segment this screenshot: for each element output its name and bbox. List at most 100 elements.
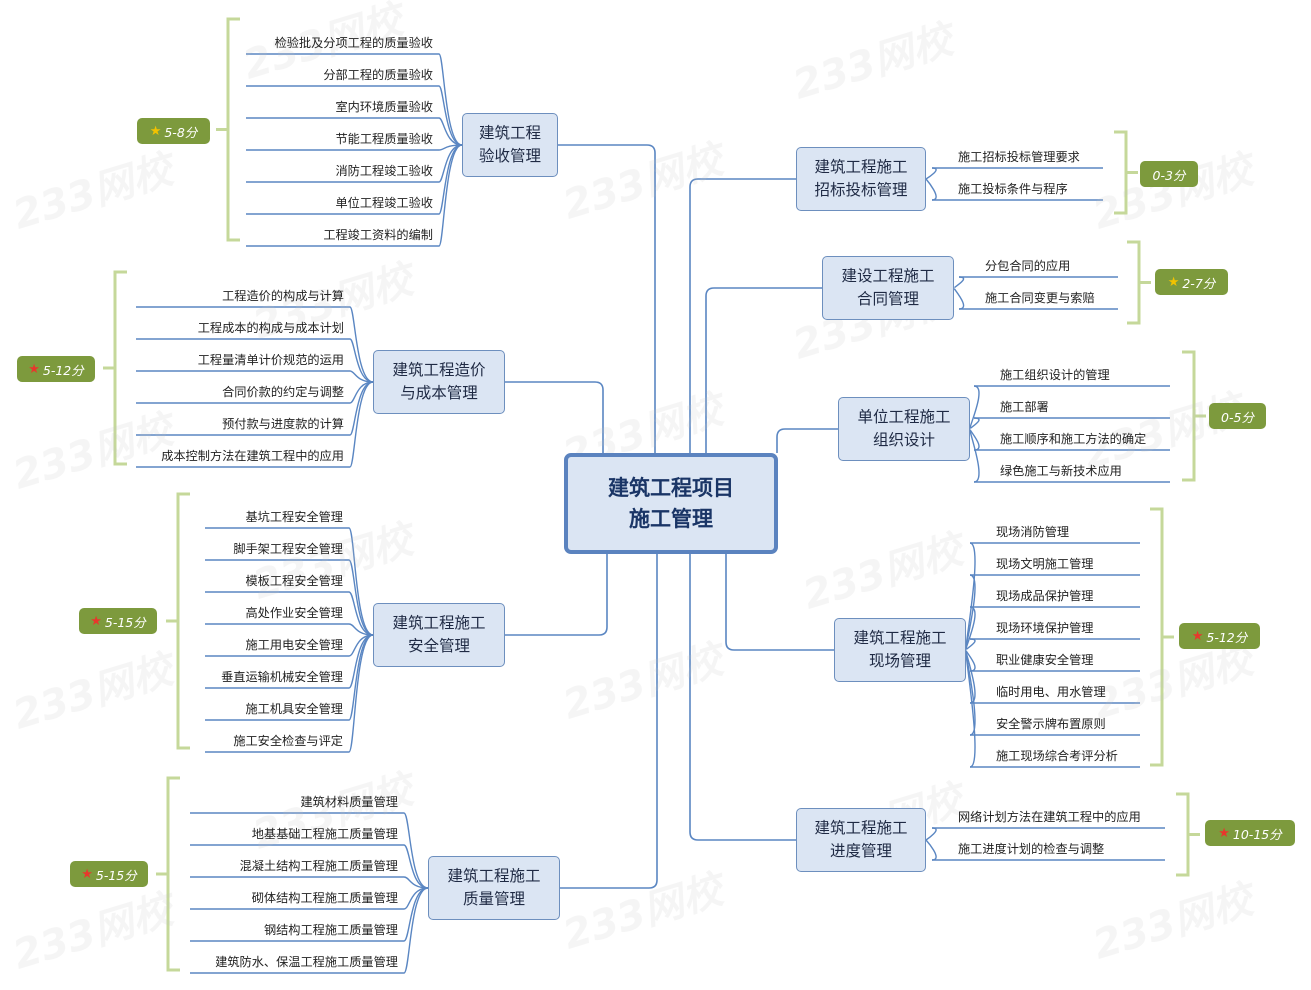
- red-star-icon: ★: [28, 361, 40, 377]
- leaf-topic[interactable]: 高处作业安全管理: [245, 606, 344, 620]
- score-badge: ★5-12分: [17, 356, 95, 382]
- leaf-connector: [438, 144, 463, 215]
- leaf-topic[interactable]: 工程造价的构成与计算: [222, 289, 344, 303]
- branch-connector: [560, 554, 658, 889]
- leaf-connector: [349, 306, 374, 383]
- score-text: 0-3分: [1152, 167, 1186, 183]
- leaf-connector: [348, 559, 374, 636]
- branch-node-right-3[interactable]: 单位工程施工 组织设计: [838, 397, 970, 461]
- leaf-connector: [349, 338, 374, 383]
- score-badge: ★5-15分: [70, 861, 148, 887]
- leaf-topic[interactable]: 现场环境保护管理: [996, 621, 1094, 635]
- summary-bracket: [103, 270, 127, 466]
- leaf-connector: [953, 276, 965, 289]
- branch-node-left-2[interactable]: 建筑工程造价 与成本管理: [373, 350, 505, 414]
- score-badge: ★2-7分: [1155, 269, 1228, 295]
- leaf-connector: [925, 827, 937, 841]
- leaf-topic[interactable]: 分部工程的质量验收: [323, 68, 433, 82]
- branch-node-left-3[interactable]: 建筑工程施工 安全管理: [373, 603, 505, 667]
- score-text: 5-12分: [1206, 629, 1248, 645]
- leaf-connector: [969, 428, 980, 483]
- score-badge: 0-3分: [1140, 161, 1198, 187]
- leaf-connector: [438, 85, 463, 146]
- leaf-topic[interactable]: 单位工程竣工验收: [335, 196, 434, 210]
- score-badge: ★10-15分: [1205, 820, 1295, 846]
- leaf-topic[interactable]: 建筑防水、保温工程施工质量管理: [215, 955, 398, 969]
- leaf-topic[interactable]: 检验批及分项工程的质量验收: [274, 36, 433, 50]
- leaf-topic[interactable]: 施工投标条件与程序: [958, 182, 1068, 196]
- leaf-topic[interactable]: 现场消防管理: [996, 525, 1070, 539]
- red-star-icon: ★: [81, 866, 93, 882]
- leaf-topic[interactable]: 施工组织设计的管理: [1000, 368, 1110, 382]
- leaf-topic[interactable]: 消防工程竣工验收: [335, 164, 434, 178]
- leaf-connector: [403, 887, 429, 942]
- branch-node-left-4[interactable]: 建筑工程施工 质量管理: [428, 856, 560, 920]
- leaf-connector: [348, 527, 374, 636]
- leaf-topic[interactable]: 混凝土结构工程施工质量管理: [239, 859, 398, 873]
- leaf-topic[interactable]: 施工部署: [1000, 400, 1049, 414]
- leaf-topic[interactable]: 绿色施工与新技术应用: [1000, 464, 1122, 478]
- leaf-topic[interactable]: 脚手架工程安全管理: [233, 542, 343, 556]
- leaf-topic[interactable]: 成本控制方法在建筑工程中的应用: [161, 449, 344, 463]
- leaf-topic[interactable]: 分包合同的应用: [985, 259, 1071, 273]
- leaf-connector: [925, 167, 937, 180]
- summary-bracket: [216, 17, 240, 242]
- leaf-topic[interactable]: 施工机具安全管理: [245, 702, 344, 716]
- branch-node-right-4[interactable]: 建筑工程施工 现场管理: [834, 618, 966, 682]
- leaf-topic[interactable]: 安全警示牌布置原则: [996, 717, 1106, 731]
- leaf-connector: [953, 287, 965, 310]
- score-text: 0-5分: [1221, 409, 1254, 425]
- leaf-connector: [438, 144, 463, 183]
- central-topic[interactable]: 建筑工程项目 施工管理: [564, 453, 778, 554]
- leaf-topic[interactable]: 施工现场综合考评分析: [996, 749, 1118, 763]
- leaf-connector: [438, 53, 463, 146]
- leaf-topic[interactable]: 职业健康安全管理: [996, 653, 1094, 667]
- leaf-topic[interactable]: 预付款与进度款的计算: [222, 417, 344, 431]
- leaf-topic[interactable]: 节能工程质量验收: [335, 132, 434, 146]
- branch-connector: [725, 554, 834, 651]
- score-badge: ★5-12分: [1179, 623, 1260, 649]
- leaf-topic[interactable]: 网络计划方法在建筑工程中的应用: [958, 810, 1141, 824]
- leaf-topic[interactable]: 模板工程安全管理: [245, 574, 344, 588]
- leaf-topic[interactable]: 施工安全检查与评定: [233, 734, 343, 748]
- score-text: 2-7分: [1182, 275, 1216, 291]
- branch-node-right-5[interactable]: 建筑工程施工 进度管理: [796, 808, 926, 872]
- leaf-topic[interactable]: 工程量清单计价规范的运用: [197, 353, 344, 367]
- leaf-topic[interactable]: 施工顺序和施工方法的确定: [1000, 432, 1147, 446]
- leaf-connector: [403, 844, 429, 889]
- leaf-topic[interactable]: 现场成品保护管理: [996, 589, 1094, 603]
- leaf-topic[interactable]: 现场文明施工管理: [996, 557, 1094, 571]
- leaf-connector: [925, 839, 937, 861]
- leaf-connector: [925, 178, 937, 201]
- leaf-topic[interactable]: 施工招标投标管理要求: [958, 150, 1080, 164]
- leaf-connector: [349, 381, 374, 468]
- leaf-topic[interactable]: 地基基础工程施工质量管理: [251, 827, 398, 841]
- score-text: 5-15分: [95, 867, 137, 883]
- leaf-topic[interactable]: 临时用电、用水管理: [996, 685, 1106, 699]
- branch-connector: [705, 287, 822, 453]
- leaf-topic[interactable]: 施工合同变更与索赔: [985, 291, 1095, 305]
- branch-node-left-1[interactable]: 建筑工程 验收管理: [462, 113, 558, 177]
- leaf-topic[interactable]: 合同价款的约定与调整: [222, 385, 344, 399]
- branch-connector: [689, 178, 796, 453]
- leaf-topic[interactable]: 建筑材料质量管理: [300, 795, 399, 809]
- gold-star-icon: ★: [149, 123, 162, 139]
- leaf-topic[interactable]: 室内环境质量验收: [335, 100, 434, 114]
- leaf-topic[interactable]: 钢结构工程施工质量管理: [263, 923, 398, 937]
- leaf-topic[interactable]: 施工进度计划的检查与调整: [958, 842, 1105, 856]
- leaf-topic[interactable]: 施工用电安全管理: [245, 638, 344, 652]
- leaf-topic[interactable]: 工程成本的构成与成本计划: [197, 321, 344, 335]
- summary-bracket: [156, 776, 180, 972]
- summary-bracket: [166, 492, 190, 750]
- leaf-connector: [438, 117, 463, 146]
- leaf-topic[interactable]: 工程竣工资料的编制: [323, 228, 433, 242]
- leaf-connector: [348, 591, 374, 636]
- leaf-topic[interactable]: 砌体结构工程施工质量管理: [251, 891, 398, 905]
- red-star-icon: ★: [1191, 628, 1204, 644]
- branch-node-right-1[interactable]: 建筑工程施工 招标投标管理: [796, 147, 926, 211]
- summary-bracket: [1182, 350, 1206, 482]
- leaf-topic[interactable]: 垂直运输机械安全管理: [221, 670, 343, 684]
- gold-star-icon: ★: [1167, 274, 1180, 290]
- branch-node-right-2[interactable]: 建设工程施工 合同管理: [822, 256, 954, 320]
- leaf-topic[interactable]: 基坑工程安全管理: [245, 510, 344, 524]
